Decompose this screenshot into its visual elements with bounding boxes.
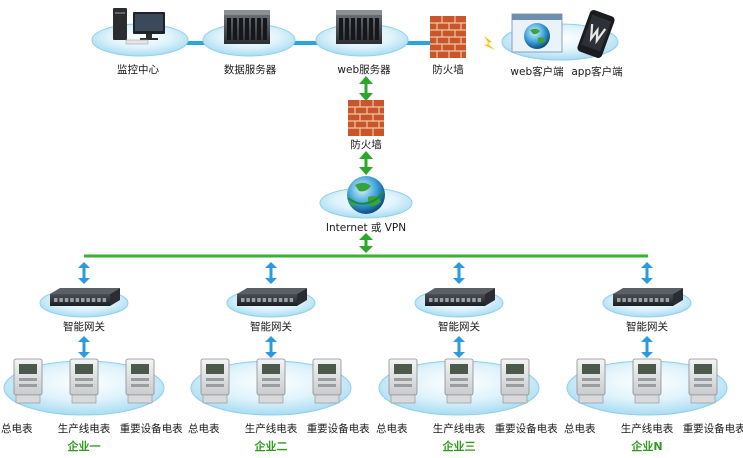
- label-meter-0: 总电表: [376, 423, 408, 435]
- internet-globe-icon: [347, 176, 385, 214]
- label-meter-0: 总电表: [188, 423, 220, 435]
- label-smart-gateway: 智能网关: [250, 321, 292, 333]
- label-smart-gateway: 智能网关: [626, 321, 668, 333]
- label-app-client: app客户端: [571, 66, 623, 78]
- electric-meter-icon: [444, 358, 474, 404]
- label-meter-2: 重要设备电表: [682, 423, 743, 435]
- arrow-bus-to-gateway: [78, 262, 90, 284]
- label-enterprise-name: 企业N: [631, 440, 663, 453]
- electric-meter-icon: [500, 358, 530, 404]
- smart-gateway-icon: [425, 288, 495, 306]
- firewall-top-icon: [430, 16, 466, 58]
- electric-meter-icon: [312, 358, 342, 404]
- label-web-server: web服务器: [337, 64, 391, 76]
- electric-meter-icon: [69, 358, 99, 404]
- label-meter-1: 生产线电表: [432, 423, 486, 435]
- arrow-bus-to-gateway: [265, 262, 277, 284]
- label-meter-0: 总电表: [1, 423, 33, 435]
- arrow-gateway-to-meters: [265, 336, 277, 358]
- web-server-icon: [336, 10, 382, 44]
- electric-meter-icon: [200, 358, 230, 404]
- label-smart-gateway: 智能网关: [63, 321, 105, 333]
- label-internet-vpn: Internet 或 VPN: [325, 222, 407, 234]
- electric-meter-icon: [125, 358, 155, 404]
- label-meter-1: 生产线电表: [244, 423, 298, 435]
- label-meter-1: 生产线电表: [57, 423, 111, 435]
- enterprise-groups: [3, 262, 728, 416]
- electric-meter-icon: [576, 358, 606, 404]
- arrow-bus-to-gateway: [641, 262, 653, 284]
- app-client-icon: [577, 10, 615, 58]
- electric-meter-icon: [688, 358, 718, 404]
- label-meter-2: 重要设备电表: [494, 423, 558, 435]
- arrow-gateway-to-meters: [78, 336, 90, 358]
- arrow-firewall-to-internet: [359, 151, 373, 175]
- label-meter-0: 总电表: [564, 423, 596, 435]
- monitor-center-icon: [113, 8, 165, 45]
- data-server-icon: [224, 10, 270, 44]
- arrow-gateway-to-meters: [641, 336, 653, 358]
- label-smart-gateway: 智能网关: [438, 321, 480, 333]
- smart-gateway-icon: [613, 288, 683, 306]
- electric-meter-icon: [632, 358, 662, 404]
- smart-gateway-icon: [237, 288, 307, 306]
- arrow-bus-to-gateway: [453, 262, 465, 284]
- arrow-gateway-to-meters: [453, 336, 465, 358]
- firewall-mid-icon: [348, 100, 384, 136]
- label-enterprise-name: 企业三: [442, 440, 476, 453]
- label-firewall-mid: 防火墙: [350, 139, 382, 151]
- label-data-server: 数据服务器: [223, 64, 277, 76]
- electric-meter-icon: [388, 358, 418, 404]
- electric-meter-icon: [256, 358, 286, 404]
- label-enterprise-name: 企业一: [67, 440, 101, 453]
- smart-gateway-icon: [50, 288, 120, 306]
- label-meter-2: 重要设备电表: [119, 423, 183, 435]
- arrow-internet-to-bus: [359, 233, 373, 253]
- label-web-client: web客户端: [510, 66, 564, 78]
- web-client-icon: [511, 13, 563, 53]
- label-enterprise-name: 企业二: [254, 440, 288, 453]
- electric-meter-icon: [13, 358, 43, 404]
- arrow-web-to-firewall: [359, 76, 373, 101]
- lightning-icon: [484, 36, 495, 50]
- label-monitor-center: 监控中心: [117, 64, 159, 76]
- label-meter-2: 重要设备电表: [306, 423, 370, 435]
- label-meter-1: 生产线电表: [620, 423, 674, 435]
- label-firewall-top: 防火墙: [432, 64, 464, 76]
